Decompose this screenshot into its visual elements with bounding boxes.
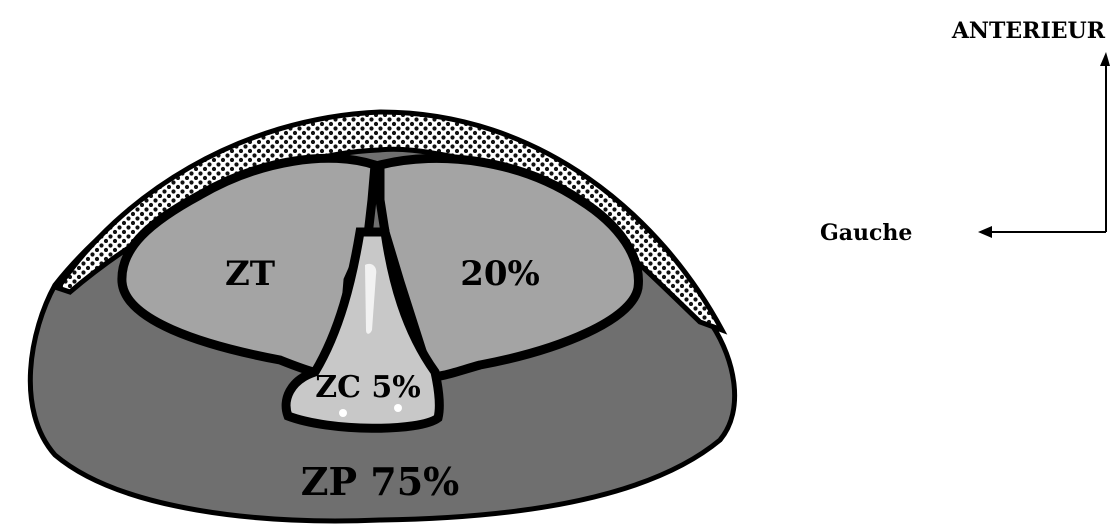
anterior-arrow-head (1100, 52, 1110, 66)
zone-label-zc: ZC 5% (315, 370, 421, 405)
zone-label-20pct: 20% (460, 254, 540, 294)
ejaculatory-duct-dot (339, 409, 347, 417)
ejaculatory-duct-dot (394, 404, 402, 412)
left-arrow-head (978, 226, 992, 238)
anterior-label: ANTERIEUR (951, 18, 1106, 44)
zone-label-zp: ZP 75% (301, 459, 460, 504)
left-label: Gauche (820, 220, 912, 246)
zone-label-zt: ZT (225, 254, 275, 294)
